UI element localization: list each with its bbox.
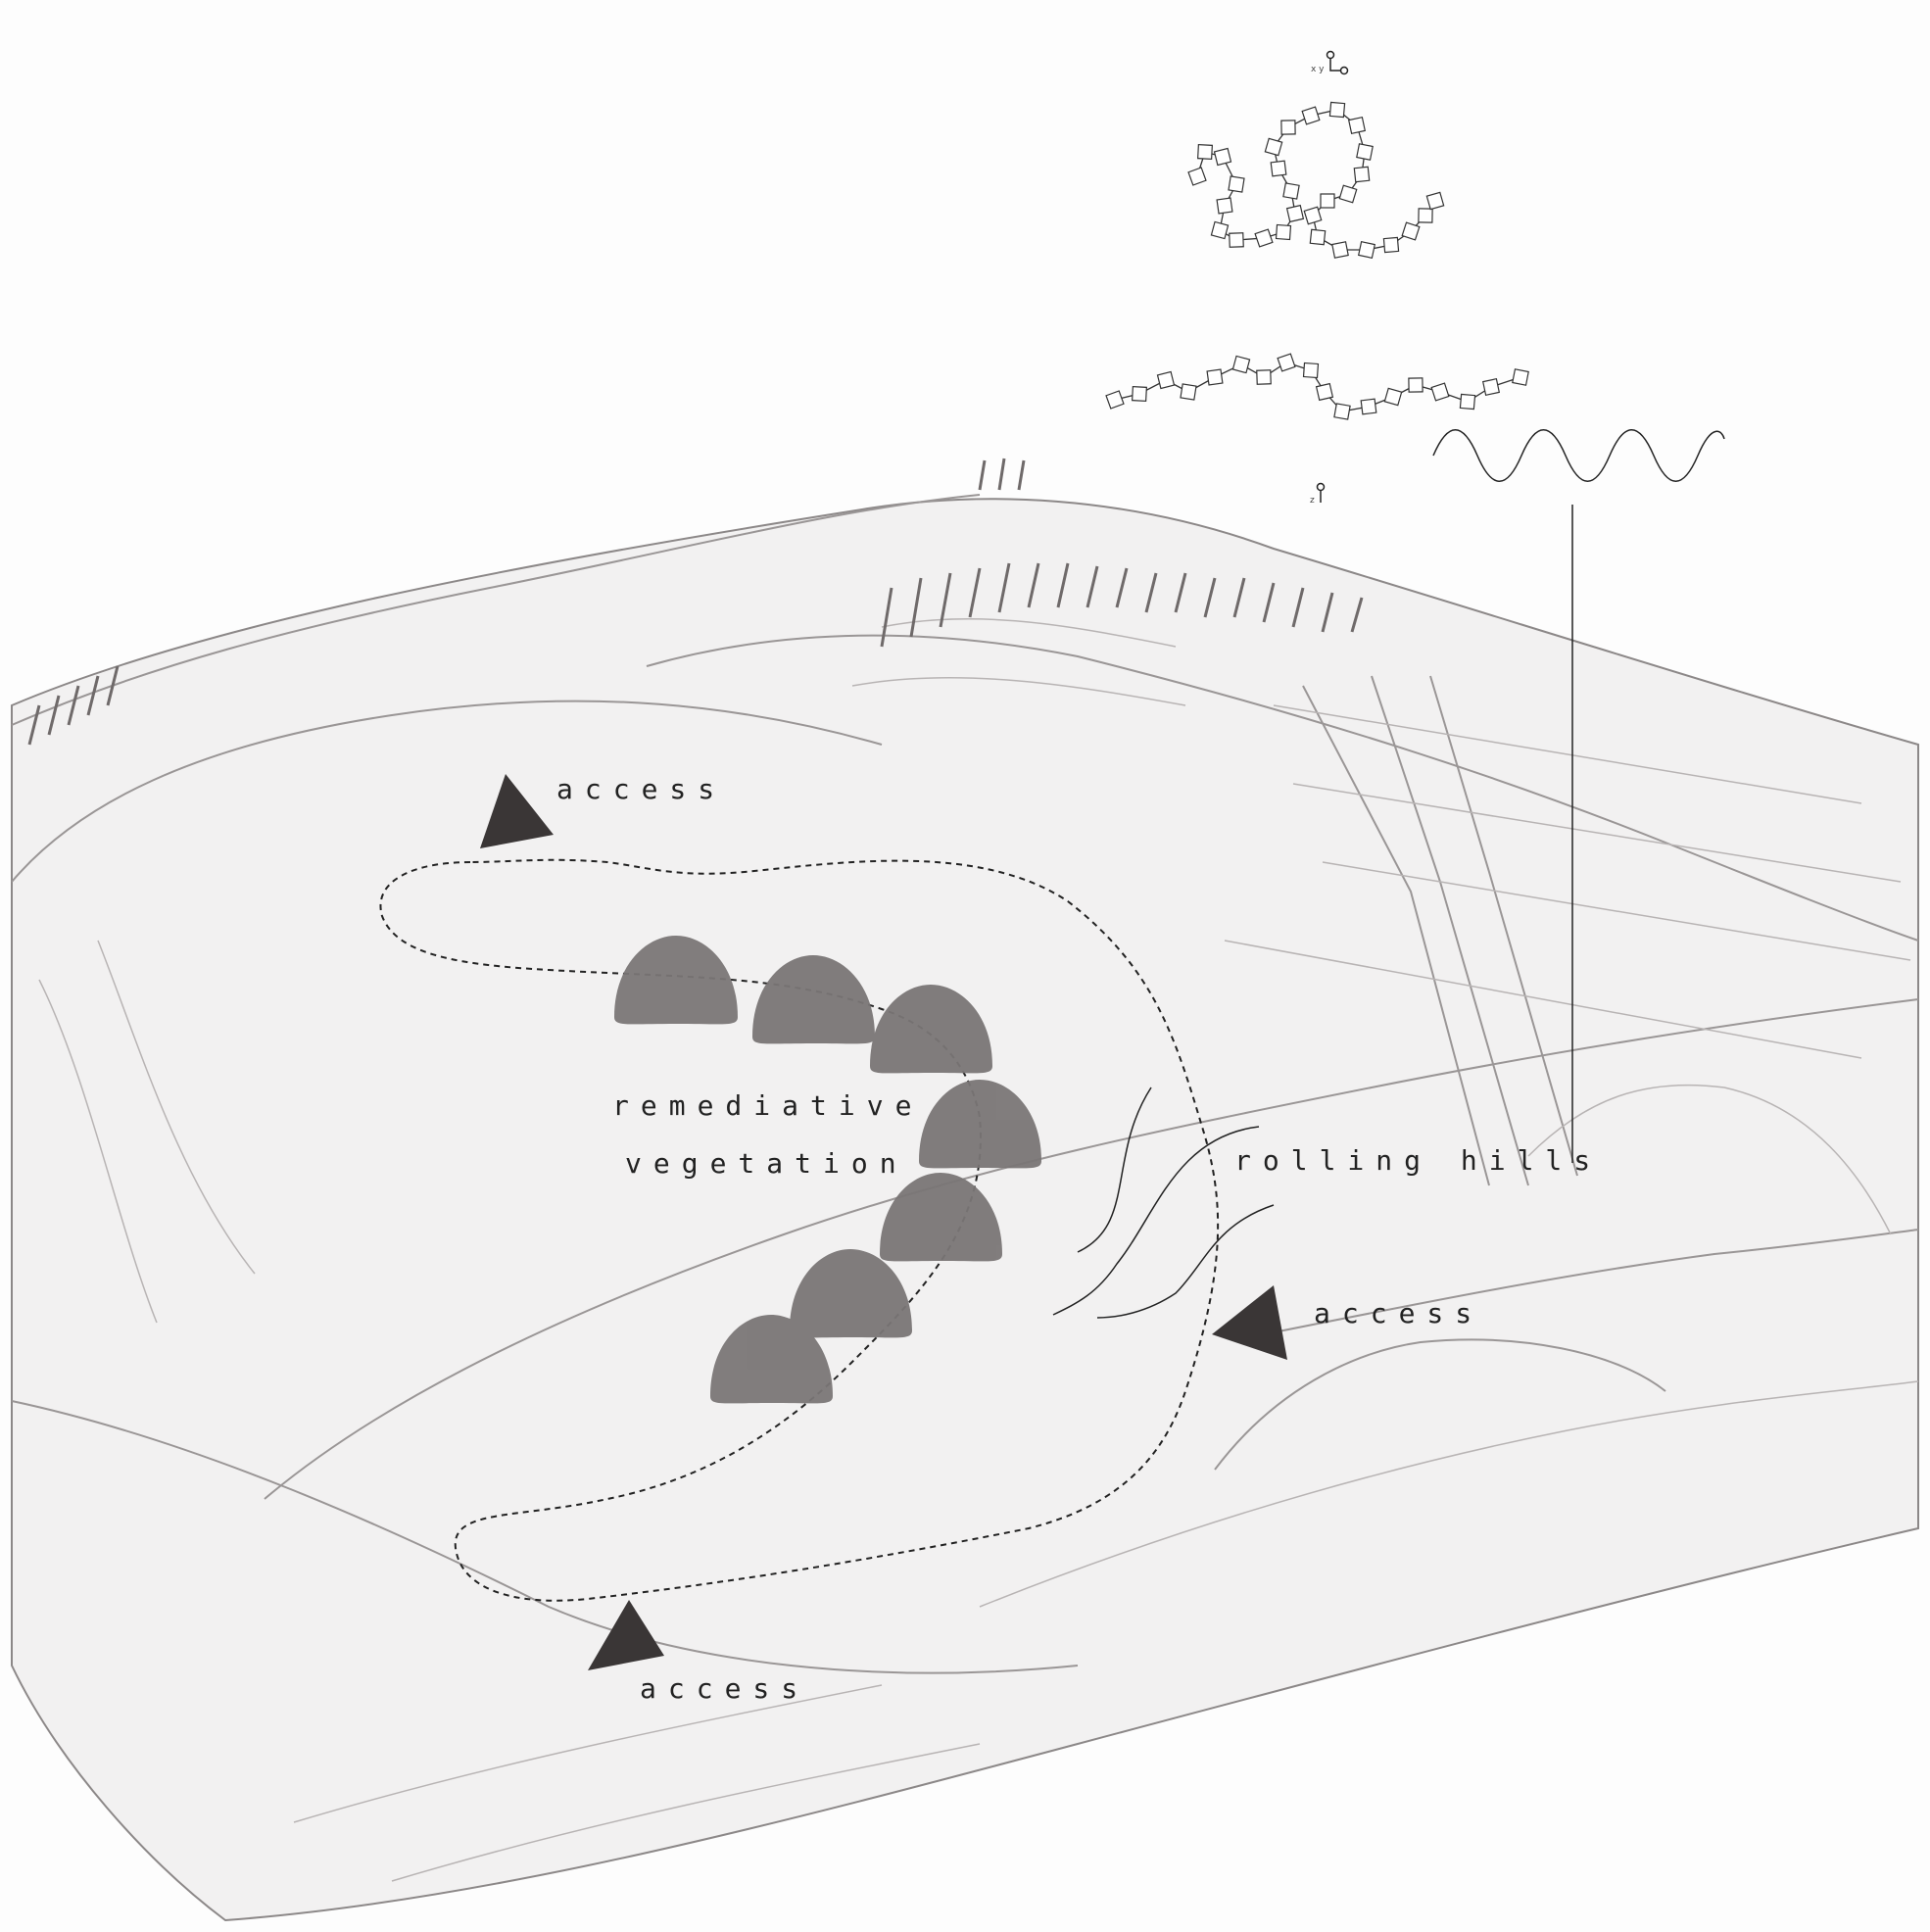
vegetation-blob (710, 1315, 833, 1404)
chain-node (1132, 386, 1147, 402)
chain-node (1301, 106, 1321, 125)
chain-node (1285, 204, 1305, 223)
chain-node (1206, 368, 1224, 386)
chain-node (1187, 167, 1207, 186)
chain-node (1303, 206, 1323, 225)
chain-node (1264, 137, 1283, 157)
chain-node (1382, 236, 1400, 254)
label-vegetation: vegetation (625, 1147, 908, 1180)
vegetation-blob (870, 985, 992, 1074)
vegetation-blob (919, 1080, 1041, 1169)
chain-node (1401, 221, 1421, 241)
vegetation-blob (614, 936, 738, 1025)
chain-node (1459, 393, 1476, 411)
chain-node (1331, 241, 1349, 259)
z-axis-icon (1316, 482, 1326, 503)
xy-axis-icon (1326, 50, 1349, 75)
chain-node (1360, 398, 1377, 415)
label-access-bottom: access (640, 1672, 809, 1705)
vegetation-blobs (614, 936, 1041, 1404)
chain-node (1282, 182, 1300, 200)
chain-node (1353, 166, 1371, 183)
label-access-right: access (1314, 1297, 1483, 1329)
chain-node (1309, 228, 1327, 246)
access-arrow-top (480, 774, 554, 848)
access-arrow-bottom (588, 1600, 664, 1670)
chain-node (1481, 377, 1501, 397)
chain-node (1228, 175, 1245, 193)
chain-spiral (1187, 101, 1445, 260)
chain-node (1254, 228, 1274, 248)
label-remediative: remediative (612, 1089, 923, 1122)
chain-node (1275, 223, 1292, 241)
tree-line (27, 458, 1364, 746)
chain-node (1229, 232, 1244, 248)
vegetation-blob (752, 955, 875, 1044)
chain-horizontal (1105, 353, 1529, 420)
chain-diagrams (1105, 101, 1529, 420)
chain-node (1270, 160, 1287, 177)
access-arrow-right (1212, 1285, 1287, 1360)
terrain-sketch-lines (11, 494, 1919, 1882)
chain-node (1425, 191, 1445, 211)
chain-node (1418, 208, 1433, 223)
chain-node (1280, 120, 1296, 135)
chain-node (1210, 220, 1230, 240)
chain-node (1333, 403, 1351, 420)
label-axis-z: z (1310, 496, 1315, 506)
chain-node (1213, 147, 1232, 167)
chain-node (1408, 377, 1423, 393)
chain-node (1256, 369, 1272, 385)
chain-node (1430, 382, 1450, 402)
chain-node (1105, 390, 1125, 410)
vegetation-blob (790, 1249, 912, 1338)
sine-wave-icon (1432, 429, 1725, 482)
chain-node (1328, 101, 1346, 119)
chain-node (1315, 382, 1334, 402)
chain-node (1356, 143, 1374, 161)
chain-node (1180, 383, 1197, 401)
chain-node (1383, 387, 1403, 407)
label-rolling-hills: rolling hills (1234, 1144, 1602, 1177)
chain-node (1347, 116, 1367, 135)
chain-node (1512, 368, 1529, 386)
chain-node (1156, 370, 1176, 390)
chain-node (1231, 355, 1251, 374)
chain-node (1338, 184, 1358, 204)
label-axis-xy: x y (1311, 65, 1325, 74)
chain-node (1197, 144, 1213, 160)
chain-node (1357, 240, 1376, 260)
rolling-hills-lines (1052, 1087, 1275, 1319)
chain-node (1216, 197, 1233, 215)
vegetation-blob (880, 1173, 1002, 1262)
label-access-top: access (556, 773, 726, 805)
chain-node (1320, 193, 1335, 209)
chain-node (1277, 353, 1296, 372)
chain-node (1302, 362, 1320, 379)
